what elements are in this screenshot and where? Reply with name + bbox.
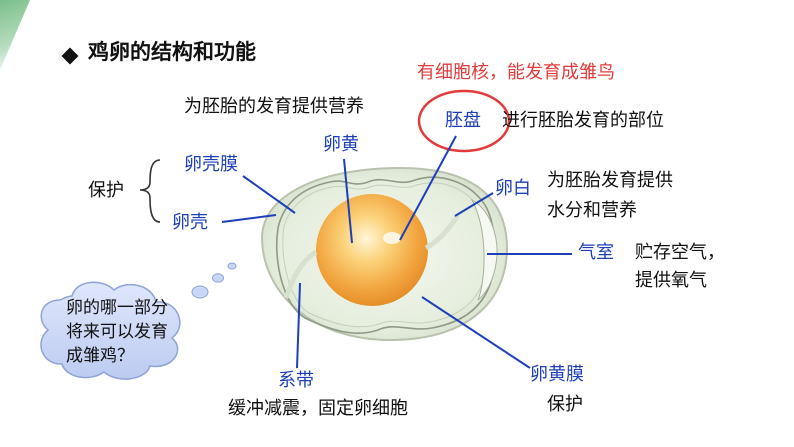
air-cell-function-line2: 提供氧气 [635,270,707,291]
label-yolk: 卵黄 [323,134,359,155]
germinal-disc [383,232,401,244]
label-albumen: 卵白 [495,178,531,199]
label-shell-membrane: 卵壳膜 [184,154,238,175]
protect-group-text: 保护 [88,180,124,201]
air-cell-function-line1: 贮存空气， [635,242,725,263]
page-title: 鸡卵的结构和功能 [88,40,256,64]
chalaza-function-text: 缓冲减震，固定卵细胞 [228,398,408,419]
leader-lines [221,135,572,369]
yolk-membrane-function-text: 保护 [547,394,583,415]
label-air-cell: 气室 [578,242,614,263]
albumen-function-line2: 水分和营养 [547,200,637,221]
bubble-line-2: 将来可以发育 [66,322,168,342]
chalaza-left [283,249,318,299]
highlight-circle [417,89,511,153]
label-germinal-disc: 胚盘 [445,110,481,131]
highlight-note: 有细胞核，能发育成雏鸟 [417,62,615,83]
bubble-line-1: 卵的哪一部分 [66,298,168,318]
label-yolk-membrane: 卵黄膜 [530,364,584,385]
thought-bubble [40,262,237,380]
label-chalaza: 系带 [278,370,314,391]
label-shell: 卵壳 [172,212,208,233]
albumen-function-line1: 为胚胎发育提供 [547,170,673,191]
protect-bracket [139,159,161,223]
chalaza-right [424,213,461,251]
egg-yolk [316,194,428,306]
germinal-disc-function-text: 进行胚胎发育的部位 [502,110,664,131]
yolk-function-text: 为胚胎的发育提供营养 [184,96,364,117]
bubble-line-3: 成雏鸡？ [66,346,134,366]
